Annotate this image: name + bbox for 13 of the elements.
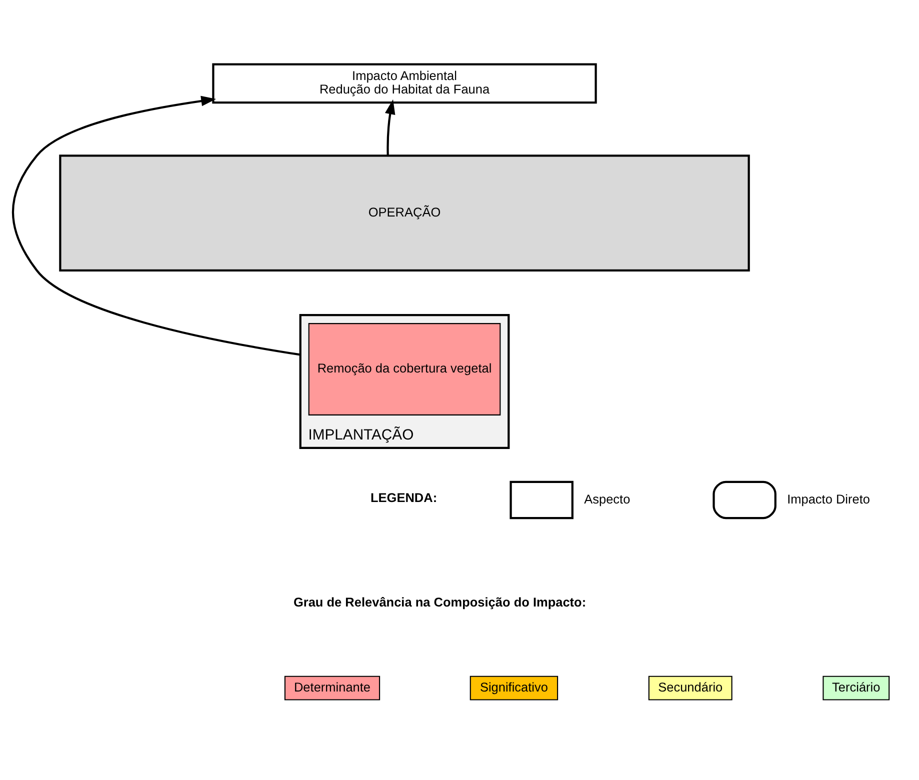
node-box: Remoção da cobertura vegetal [308, 322, 501, 415]
legend-label: Impacto Direto [787, 490, 870, 506]
legend-label: Significativo [480, 678, 548, 694]
legend-label: Terciário [832, 678, 880, 694]
arrow [12, 95, 301, 356]
label: LEGENDA: [370, 490, 438, 505]
node-box: Impacto Ambiental Redução do Habitat da Fauna [212, 62, 597, 104]
legend-label: Aspecto [584, 490, 630, 506]
label: Grau de Relevância na Composição do Impacto: [293, 594, 586, 609]
legend-label: Secundário [658, 678, 723, 694]
legend-label: Determinante [294, 678, 371, 694]
arrow [384, 98, 396, 155]
node-box: OPERAÇÃO [59, 154, 750, 271]
